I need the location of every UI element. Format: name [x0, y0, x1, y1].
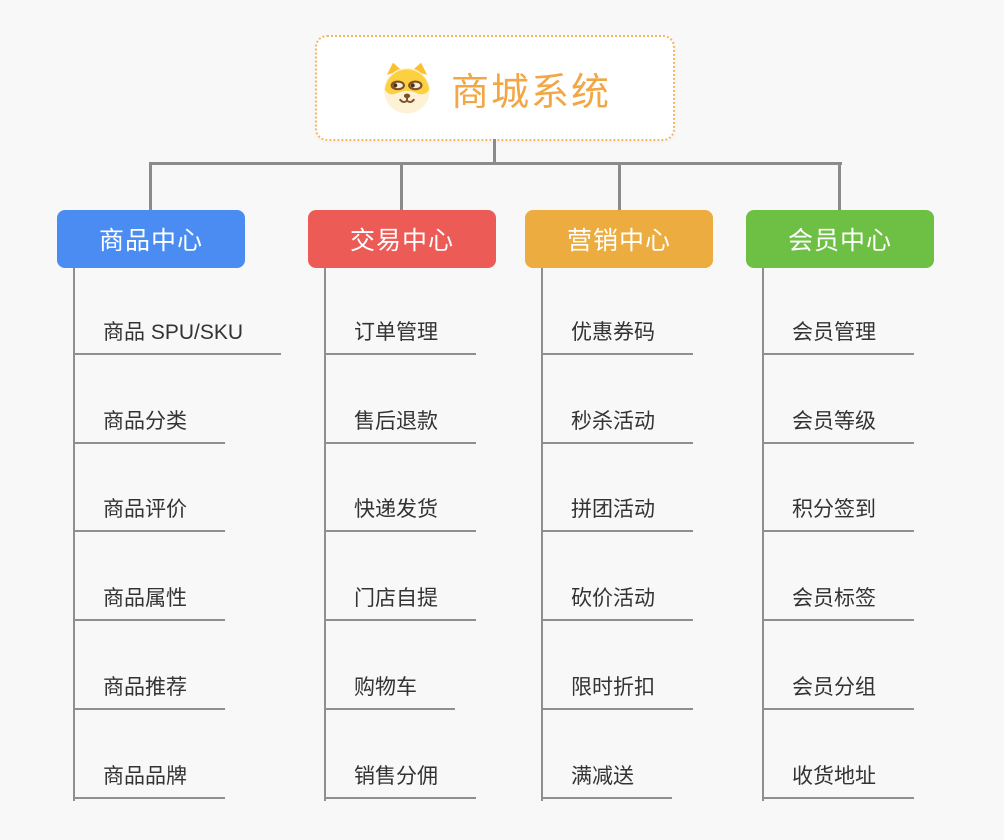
leaf-node[interactable]: 拼团活动	[541, 496, 693, 532]
connector-root-stub	[493, 139, 496, 164]
leaf-node[interactable]: 收货地址	[762, 763, 914, 799]
shiba-dog-icon	[384, 62, 430, 114]
branch-header-members[interactable]: 会员中心	[746, 210, 934, 268]
leaf-node[interactable]: 满减送	[541, 763, 672, 799]
connector-drop-marketing	[618, 162, 621, 210]
leaf-node[interactable]: 限时折扣	[541, 674, 693, 710]
leaf-node[interactable]: 购物车	[324, 674, 455, 710]
connector-drop-products	[149, 162, 152, 210]
leaf-node[interactable]: 商品品牌	[73, 763, 225, 799]
branch-trade: 交易中心 订单管理 售后退款 快递发货 门店自提 购物车 销售分佣	[308, 210, 558, 810]
leaf-node[interactable]: 商品属性	[73, 585, 225, 621]
leaf-node[interactable]: 会员分组	[762, 674, 914, 710]
root-title: 商城系统	[450, 71, 611, 114]
leaf-node[interactable]: 砍价活动	[541, 585, 693, 621]
branch-header-marketing[interactable]: 营销中心	[525, 210, 713, 268]
leaf-node[interactable]: 积分签到	[762, 496, 914, 532]
leaf-node[interactable]: 销售分佣	[324, 763, 476, 799]
branch-trunk-line	[73, 268, 75, 801]
branch-trunk-line	[541, 268, 543, 801]
leaf-node[interactable]: 门店自提	[324, 585, 476, 621]
branch-label: 会员中心	[787, 227, 892, 255]
branch-label: 商品中心	[98, 227, 203, 255]
leaf-node[interactable]: 优惠券码	[541, 319, 693, 355]
leaf-node[interactable]: 商品评价	[73, 496, 225, 532]
root-node[interactable]: 商城系统	[315, 35, 675, 141]
branch-trunk-line	[324, 268, 326, 801]
branch-label: 营销中心	[566, 227, 671, 255]
leaf-node[interactable]: 商品 SPU/SKU	[73, 319, 282, 355]
branch-marketing: 营销中心 优惠券码 秒杀活动 拼团活动 砍价活动 限时折扣 满减送	[525, 210, 775, 810]
leaf-node[interactable]: 会员管理	[762, 319, 914, 355]
leaf-node[interactable]: 秒杀活动	[541, 408, 693, 444]
branch-header-products[interactable]: 商品中心	[57, 210, 245, 268]
branch-trunk-line	[762, 268, 764, 801]
branch-header-trade[interactable]: 交易中心	[308, 210, 496, 268]
leaf-node[interactable]: 快递发货	[324, 496, 476, 532]
leaf-node[interactable]: 售后退款	[324, 408, 476, 444]
connector-drop-trade	[400, 162, 403, 210]
leaf-node[interactable]: 会员标签	[762, 585, 914, 621]
branch-members: 会员中心 会员管理 会员等级 积分签到 会员标签 会员分组 收货地址	[746, 210, 996, 810]
connector-drop-members	[838, 162, 841, 210]
branch-products: 商品中心 商品 SPU/SKU 商品分类 商品评价 商品属性 商品推荐 商品品牌	[57, 210, 307, 810]
leaf-node[interactable]: 会员等级	[762, 408, 914, 444]
leaf-node[interactable]: 商品分类	[73, 408, 225, 444]
branch-label: 交易中心	[349, 227, 454, 255]
connector-horizontal-bar	[151, 162, 842, 165]
leaf-node[interactable]: 商品推荐	[73, 674, 225, 710]
leaf-node[interactable]: 订单管理	[324, 319, 476, 355]
